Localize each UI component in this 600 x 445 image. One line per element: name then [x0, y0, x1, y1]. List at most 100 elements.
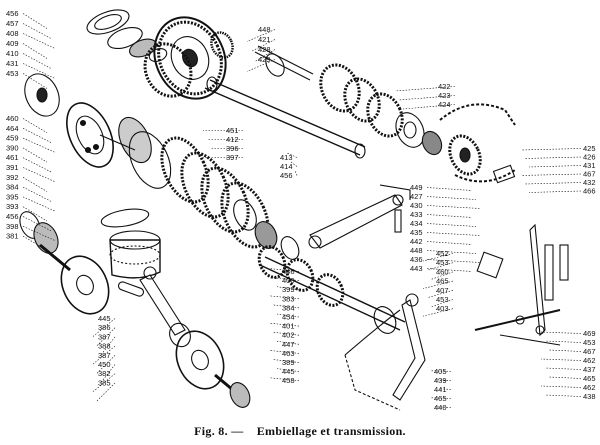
part-label-far-right: 465: [583, 374, 596, 383]
leader-line: [268, 268, 300, 272]
part-label-mid-right: 407: [436, 286, 449, 295]
leader-line: [22, 13, 48, 29]
part-label-center-lower: 463: [282, 349, 295, 358]
part-label-kick-right: 449: [410, 183, 423, 192]
part-label-left-column: 390: [6, 143, 19, 152]
part-label-center-lower: 389: [282, 358, 295, 367]
leader-line: [426, 214, 473, 218]
leader-line: [422, 308, 454, 317]
leader-line: [426, 187, 473, 191]
part-label-top-left: 456: [6, 9, 19, 18]
part-label-center-lower: 454: [282, 313, 295, 322]
leader-line: [402, 104, 456, 110]
part-label-kick-right: 427: [410, 192, 423, 201]
part-label-shaft-center: 414: [280, 162, 293, 171]
leader-line: [246, 59, 276, 72]
part-label-center-lower: 446: [282, 267, 295, 276]
leader-line: [22, 63, 56, 79]
leader-line: [426, 241, 473, 245]
leader-line: [272, 304, 300, 309]
leader-line: [544, 367, 582, 370]
leader-line: [540, 358, 582, 361]
part-label-top-left: 431: [6, 59, 19, 68]
part-label-center-lower: 401: [282, 322, 295, 331]
part-label-mid-right: 453: [436, 258, 449, 267]
leader-line: [520, 173, 582, 176]
leader-line: [268, 350, 300, 354]
leader-lines: [22, 13, 582, 408]
leader-line: [548, 376, 582, 379]
part-label-mid-right: 460: [436, 267, 449, 276]
leader-line: [22, 216, 52, 232]
leader-line: [272, 359, 300, 363]
part-label-far-right: 453: [583, 338, 596, 347]
part-label-kick-right: 435: [410, 228, 423, 237]
part-label-left-column: 460: [6, 114, 19, 123]
part-label-pedal-lower: 439: [434, 376, 447, 385]
leader-line: [398, 95, 456, 101]
part-label-far-right: 462: [583, 356, 596, 365]
leader-line: [100, 336, 116, 356]
part-label-kick-right: 436: [410, 255, 423, 264]
part-label-center-lower: 384: [282, 303, 295, 312]
figure-title: Embiellage et transmission.: [256, 424, 406, 438]
leader-line: [22, 167, 56, 183]
part-label-shaft-center: 456: [280, 171, 293, 180]
part-label-chain-right: 467: [583, 170, 596, 179]
leader-line: [430, 397, 452, 399]
leader-line: [254, 49, 276, 62]
part-label-far-right: 467: [583, 347, 596, 356]
final-drive-sprocket: [439, 103, 516, 184]
kickstart-lever: [308, 184, 411, 249]
part-label-left-column: 398: [6, 222, 19, 231]
part-label-clutch-center: 397: [226, 153, 239, 162]
leader-line: [540, 385, 582, 388]
part-label-top-center: 429: [258, 55, 271, 64]
leader-line: [22, 157, 52, 173]
leader-line: [430, 299, 454, 308]
part-label-chain-right: 431: [583, 161, 596, 170]
leader-line: [426, 250, 477, 254]
leader-line: [22, 118, 48, 134]
layshaft: [257, 245, 406, 334]
part-label-left-column: 393: [6, 202, 19, 211]
leader-line: [22, 177, 48, 192]
part-label-mid-right: 452: [436, 249, 449, 258]
part-label-chain-right: 432: [583, 178, 596, 187]
leader-line: [286, 152, 298, 158]
clutch-plates: [160, 136, 300, 260]
part-label-top-left: 408: [6, 29, 19, 38]
diagram-artwork: [19, 9, 582, 411]
leader-line: [544, 340, 582, 343]
part-label-top-left: 409: [6, 39, 19, 48]
part-label-chain-right: 466: [583, 187, 596, 196]
leader-line: [22, 33, 56, 49]
part-label-pedal-lower: 465: [434, 394, 447, 403]
leader-line: [426, 232, 481, 236]
leader-line: [276, 341, 300, 345]
leader-line: [276, 368, 300, 372]
part-label-left-column: 384: [6, 183, 19, 192]
figure-number: Fig. 8. —: [194, 424, 244, 438]
part-label-center-lower: 402: [282, 331, 295, 340]
part-label-left-column: 391: [6, 163, 19, 172]
part-label-gear-right: 423: [438, 91, 451, 100]
part-label-left-lower: 387: [98, 351, 111, 360]
leader-line: [22, 128, 52, 143]
leader-line: [22, 43, 48, 59]
leader-line: [22, 186, 52, 202]
crankshaft: [19, 211, 251, 408]
part-label-left-lower: 388: [98, 342, 111, 351]
part-label-left-lower: 445: [98, 314, 111, 323]
part-label-left-column: 456: [6, 212, 19, 221]
part-label-left-column: 392: [6, 173, 19, 182]
leader-line: [22, 196, 56, 212]
leader-line: [250, 39, 276, 52]
part-label-left-column: 459: [6, 134, 19, 143]
leader-line: [524, 156, 582, 159]
part-label-top-center: 448: [258, 25, 271, 34]
leader-line: [548, 349, 582, 352]
leader-line: [426, 196, 477, 200]
leader-line: [246, 29, 276, 42]
